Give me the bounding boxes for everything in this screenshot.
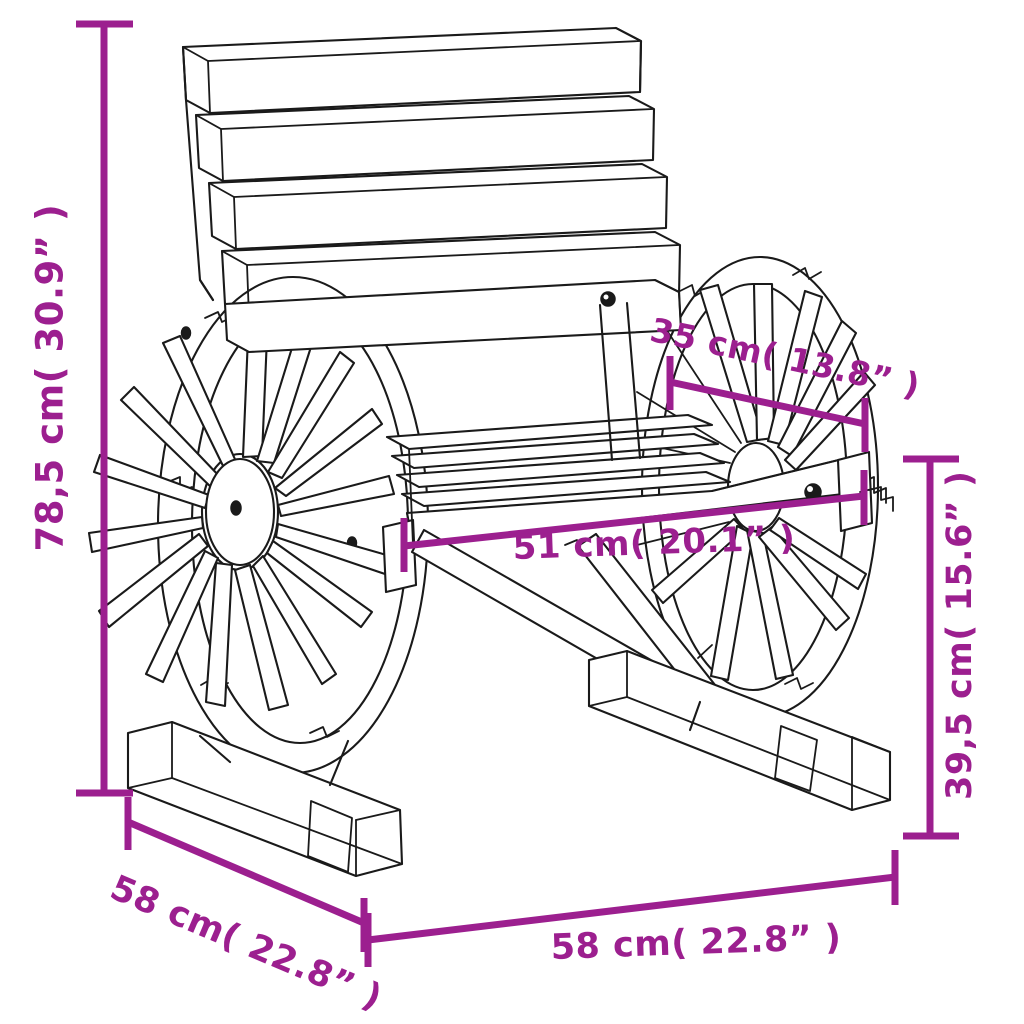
backrest-posts <box>181 26 643 302</box>
rear-foot-runner <box>587 649 892 812</box>
dim-line-seat-height <box>903 455 959 840</box>
dimension-label-seat-height: 39,5 cm( 15.6” ) <box>940 470 980 800</box>
back-support-rail <box>223 278 683 462</box>
backrest-slats <box>181 26 682 319</box>
dim-line-overall-depth <box>124 797 368 952</box>
wheel-spokes <box>87 311 396 712</box>
dim-line-seat-depth <box>666 356 869 452</box>
dim-line-overall-height <box>76 20 133 797</box>
wheel-foot-joints <box>198 700 702 787</box>
right-wagon-wheel <box>625 255 887 719</box>
chair-body <box>87 26 894 878</box>
dimension-label-overall-height: 78,5 cm( 30.9” ) <box>28 203 72 552</box>
front-foot-runner <box>126 720 404 878</box>
dim-line-overall-width <box>364 850 899 967</box>
dim-line-seat-width <box>400 470 868 572</box>
dimension-lines <box>76 20 959 967</box>
rear-wheel-spokes <box>625 282 877 682</box>
